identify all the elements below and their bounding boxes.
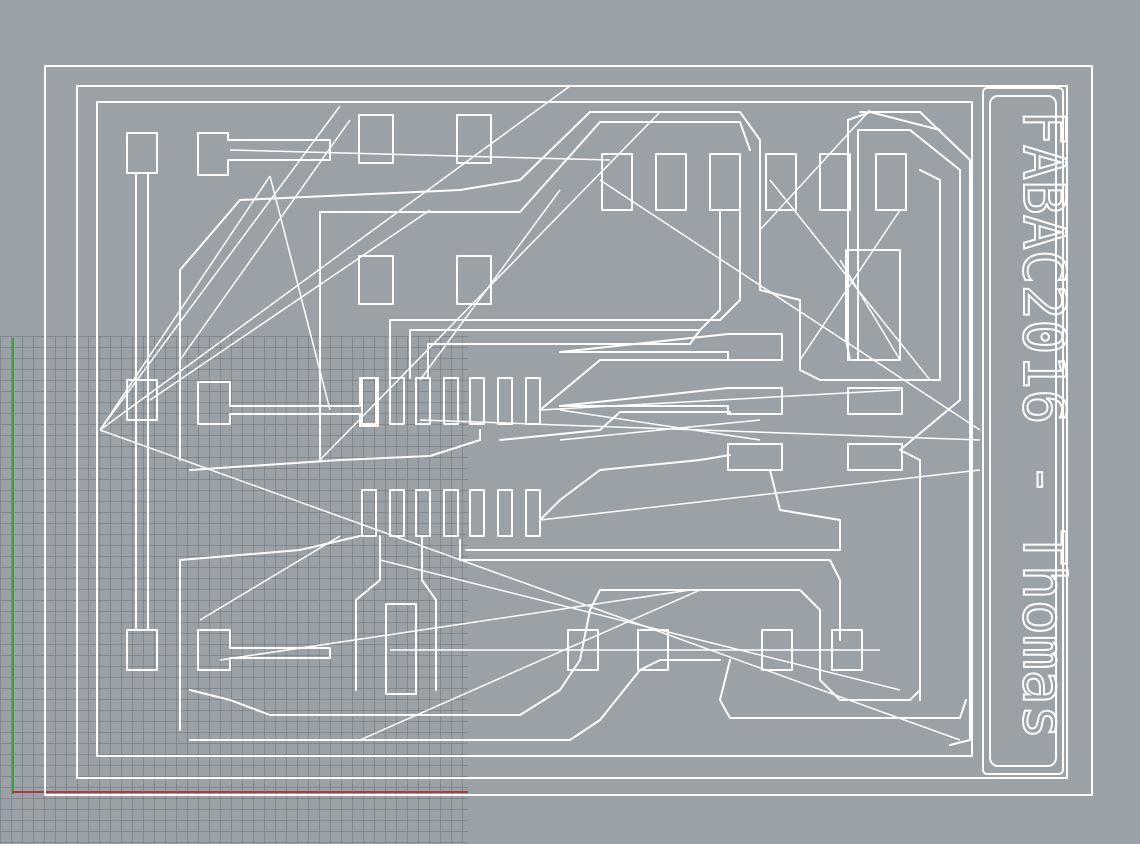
- pad-right-2: [559, 387, 783, 415]
- trace-loop-20: [845, 249, 901, 361]
- pad-right-1: [559, 333, 783, 361]
- trace-loop-15: [189, 659, 721, 741]
- engraving-separator-group: -: [1009, 461, 1079, 498]
- engraving-panel-outer: [982, 87, 1064, 775]
- trace-loop-1: [179, 111, 941, 461]
- board-outline-inner: [96, 101, 973, 757]
- pad-bottom-6: [385, 603, 417, 695]
- engraving-bottom-text: Thomas: [1010, 530, 1078, 740]
- engraving-text-group: FABAC2016: [1009, 109, 1079, 425]
- trace-loop-12: [179, 535, 361, 561]
- trace-left-vertical: [135, 172, 149, 631]
- ic-pin-l3: [415, 489, 431, 537]
- trace-loop-16: [355, 535, 437, 691]
- header-pin-5: [819, 153, 851, 211]
- trace-loop-14: [719, 659, 967, 719]
- trace-loop-18: [499, 411, 731, 441]
- header-pin-4: [765, 153, 797, 211]
- engraving-panel-inner: [989, 95, 1057, 767]
- trace-loop-8: [847, 111, 941, 361]
- pad-right-4: [847, 387, 903, 415]
- ic-pin-l4: [443, 489, 459, 537]
- pad-mid-a: [358, 255, 394, 305]
- pad-top-a: [358, 114, 394, 164]
- pad-bottom-1: [197, 629, 331, 671]
- trace-loop-4: [389, 211, 741, 379]
- trace-loop-9: [857, 129, 961, 701]
- engraving-top-text: FABAC2016: [1010, 110, 1078, 424]
- engraving-bottom-group: Thomas: [1009, 529, 1079, 741]
- pad-top-b: [456, 114, 492, 164]
- pad-left-component: [197, 377, 379, 427]
- pad-right-5: [847, 443, 903, 471]
- trace-loop-3: [319, 121, 751, 461]
- ic-pin-u1: [361, 377, 377, 425]
- ic-pin-u7: [525, 377, 541, 425]
- trace-loop-2: [189, 429, 481, 471]
- ic-pin-l7: [525, 489, 541, 537]
- pad-bottom-left: [126, 629, 158, 671]
- ic-pin-u2: [389, 377, 405, 425]
- ic-pin-u6: [497, 377, 513, 425]
- ic-pin-l6: [497, 489, 513, 537]
- x-axis-line: [12, 791, 468, 793]
- header-pin-3: [709, 153, 741, 211]
- trace-loop-17: [539, 359, 731, 425]
- ic-pin-l1: [361, 489, 377, 537]
- header-pin-2: [655, 153, 687, 211]
- trace-loop-13: [179, 559, 921, 731]
- trace-loop-7: [859, 111, 971, 746]
- trace-loop-11: [465, 469, 841, 551]
- pad-top-left-2: [197, 132, 331, 176]
- y-axis-line: [12, 338, 14, 794]
- pad-mid-left: [126, 379, 158, 421]
- ic-pin-u3: [415, 377, 431, 425]
- ic-pin-u5: [469, 377, 485, 425]
- board-outline-mid: [76, 85, 1068, 779]
- ic-pin-u4: [443, 377, 459, 425]
- pad-right-3: [727, 443, 783, 471]
- trace-loop-10: [459, 539, 841, 641]
- ic-pin-l2: [389, 489, 405, 537]
- board-outline-outer: [44, 65, 1093, 796]
- travel-moves: [99, 85, 981, 741]
- ic-pin-l5: [469, 489, 485, 537]
- trace-loop-6: [427, 329, 701, 379]
- header-pin-1: [601, 153, 633, 211]
- pad-top-left: [126, 132, 158, 174]
- engraving-separator: -: [1010, 462, 1078, 497]
- header-pin-6: [875, 153, 907, 211]
- pad-mid-b: [456, 255, 492, 305]
- trace-loop-19: [539, 454, 731, 521]
